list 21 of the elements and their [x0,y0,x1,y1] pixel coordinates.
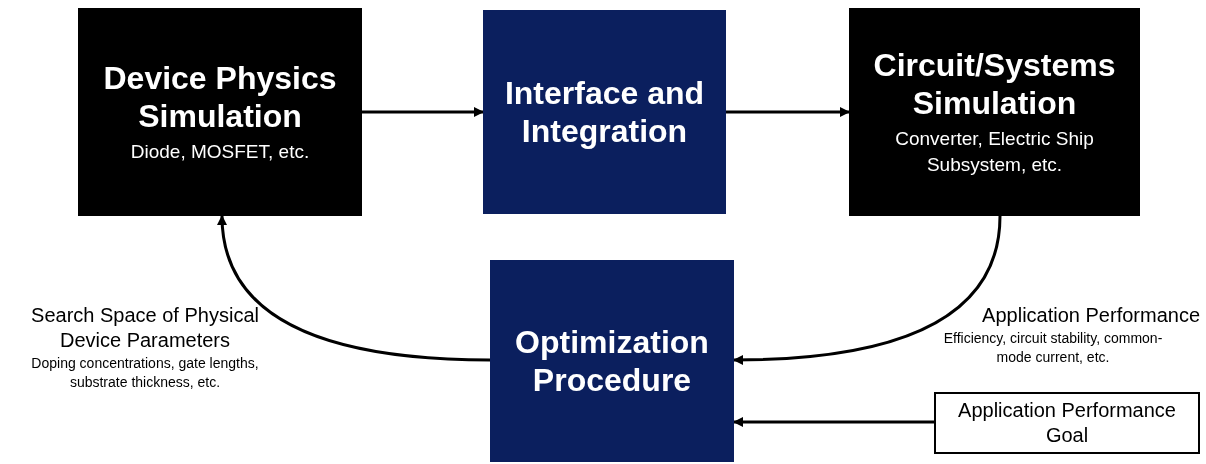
box-subtitle: Converter, Electric Ship Subsystem, etc. [894,127,1095,177]
arrow [733,417,934,427]
arrow [362,107,484,117]
annotation-text: Efficiency, circuit stability, common-mode current, etc. [942,329,1164,367]
process-box [483,10,726,214]
process-box [78,8,362,216]
annotation-text: Doping concentrations, gate lengths, substrate thickness, etc. [30,354,260,392]
arrow [733,215,1002,365]
box-subtitle: Diode, MOSFET, etc. [130,140,310,164]
process-box [849,8,1140,216]
arrow [726,107,850,117]
box-title: Application Performance Goal [957,398,1177,448]
box-title: Optimization Procedure [514,323,710,399]
annotation-heading: Search Space of Physical Device Parameters [30,303,260,353]
box-title: Circuit/Systems Simulation [872,46,1117,122]
process-box [934,392,1200,454]
box-title: Device Physics Simulation [102,59,338,135]
annotation-heading: Application Performance [981,303,1200,328]
box-title: Interface and Integration [503,74,706,150]
process-box [490,260,734,462]
arrow [217,215,491,362]
